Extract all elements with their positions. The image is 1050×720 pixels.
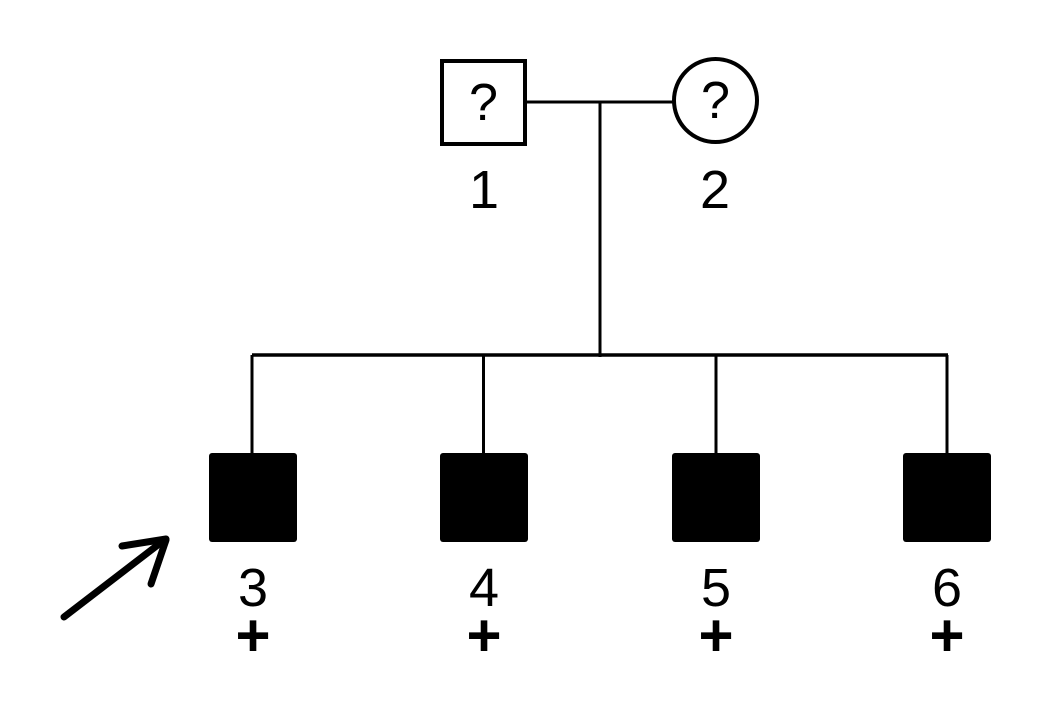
person-2-label: 2 (699, 160, 731, 220)
proband-arrow-icon (60, 535, 170, 621)
person-5-label: 5 (700, 558, 732, 618)
person-6-plus-marker: + (929, 602, 965, 669)
person-1-male-square: ? (440, 59, 527, 146)
person-3-affected-male-square (209, 453, 297, 542)
person-2-status-text: ? (701, 71, 730, 130)
person-2-female-circle: ? (672, 57, 759, 144)
person-5-affected-male-square (672, 453, 760, 542)
person-1-status-text: ? (469, 73, 498, 132)
person-1-label: 1 (468, 160, 500, 220)
person-4-affected-male-square (440, 453, 528, 542)
person-5-plus-marker: + (698, 602, 734, 669)
person-4-label: 4 (468, 558, 500, 618)
person-3-label: 3 (237, 558, 269, 618)
person-6-affected-male-square (903, 453, 991, 542)
person-4-plus-marker: + (466, 602, 502, 669)
person-6-label: 6 (931, 558, 963, 618)
person-3-plus-marker: + (235, 602, 271, 669)
